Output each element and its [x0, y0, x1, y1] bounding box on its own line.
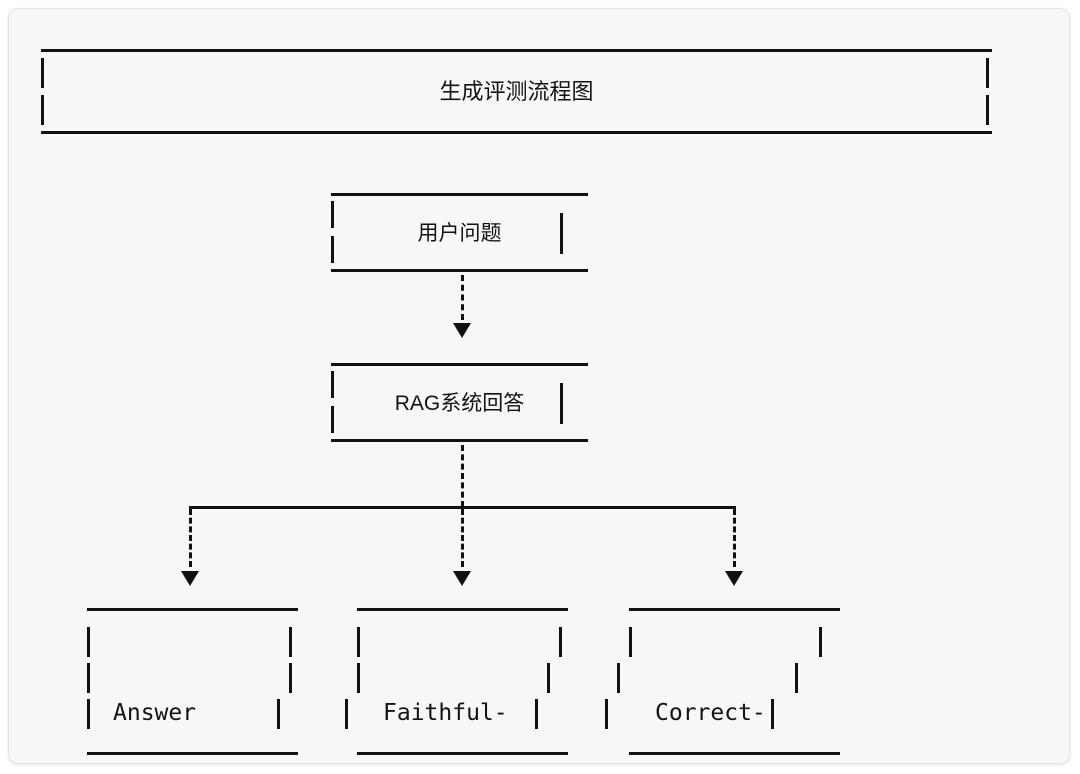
- leaf-right-bar: [771, 699, 774, 729]
- title-box: 生成评测流程图: [41, 49, 992, 134]
- node-bottom-rule: [331, 439, 588, 442]
- fork-drop-center: [461, 509, 464, 567]
- arrow-to-faithfulness: [453, 571, 471, 586]
- fork-stem: [461, 445, 464, 507]
- connector-question-to-rag: [461, 275, 464, 320]
- arrow-to-correctness: [725, 571, 743, 586]
- leaf-box-faithfulness: Faithful- ness 评估: [345, 608, 568, 755]
- node-left-bar: [331, 201, 334, 228]
- leaf-left-bar: [87, 627, 90, 657]
- node-left-bar: [331, 236, 334, 263]
- leaf-right-bar: [289, 627, 292, 657]
- leaf-line-1: Faithful-: [383, 700, 508, 726]
- arrow-question-to-rag: [453, 323, 471, 338]
- node-left-bar: [331, 371, 334, 398]
- leaf-box-correctness: Correct- ness 评估: [605, 608, 840, 755]
- leaf-box-answer-relevancy: Answer Relevancy 评估: [87, 608, 298, 755]
- node-top-rule: [331, 363, 588, 366]
- node-right-bar: [560, 383, 563, 424]
- leaf-right-bar: [819, 627, 822, 657]
- leaf-left-bar: [617, 663, 620, 693]
- leaf-text-answer-relevancy: Answer Relevancy 评估: [113, 628, 238, 763]
- leaf-left-bar: [87, 663, 90, 693]
- node-user-question: 用户问题: [331, 193, 588, 272]
- leaf-left-bar: [357, 663, 360, 693]
- leaf-bottom-rule: [629, 752, 840, 755]
- fork-drop-left: [189, 509, 192, 567]
- title-text: 生成评测流程图: [439, 79, 594, 104]
- node-bottom-rule: [331, 269, 588, 272]
- leaf-line-1: Answer: [113, 700, 197, 726]
- leaf-top-rule: [87, 608, 298, 611]
- title-box-right-bar: [986, 58, 989, 88]
- diagram-canvas: 生成评测流程图 用户问题 RAG系统回答: [9, 9, 1069, 763]
- node-left-bar: [331, 406, 334, 433]
- leaf-text-correctness: Correct- ness 评估: [655, 628, 766, 763]
- node-rag-answer-label: RAG系统回答: [394, 392, 525, 415]
- leaf-right-bar: [535, 699, 538, 729]
- node-user-question-label: 用户问题: [417, 222, 502, 245]
- fork-bus-bar: [189, 506, 736, 509]
- fork-drop-right: [733, 509, 736, 567]
- leaf-left-bar: [345, 699, 348, 729]
- leaf-top-rule: [357, 608, 568, 611]
- diagram-card: 生成评测流程图 用户问题 RAG系统回答: [8, 8, 1070, 764]
- title-box-top-rule: [41, 49, 992, 52]
- leaf-right-bar: [547, 663, 550, 693]
- leaf-left-bar: [629, 627, 632, 657]
- node-top-rule: [331, 193, 588, 196]
- title-box-bottom-rule: [41, 131, 992, 134]
- leaf-left-bar: [605, 699, 608, 729]
- arrow-to-answer-relevancy: [181, 571, 199, 586]
- leaf-left-bar: [87, 699, 90, 729]
- leaf-right-bar: [559, 627, 562, 657]
- title-box-left-bar: [41, 95, 44, 125]
- title-box-right-bar: [986, 95, 989, 125]
- leaf-text-faithfulness: Faithful- ness 评估: [383, 628, 508, 763]
- leaf-left-bar: [357, 627, 360, 657]
- leaf-top-rule: [629, 608, 840, 611]
- node-right-bar: [560, 213, 563, 254]
- title-box-left-bar: [41, 58, 44, 88]
- leaf-bottom-rule: [87, 752, 298, 755]
- node-rag-answer: RAG系统回答: [331, 363, 588, 442]
- leaf-right-bar: [277, 699, 280, 729]
- leaf-right-bar: [289, 663, 292, 693]
- leaf-bottom-rule: [357, 752, 568, 755]
- leaf-right-bar: [795, 663, 798, 693]
- leaf-line-1: Correct-: [655, 700, 766, 726]
